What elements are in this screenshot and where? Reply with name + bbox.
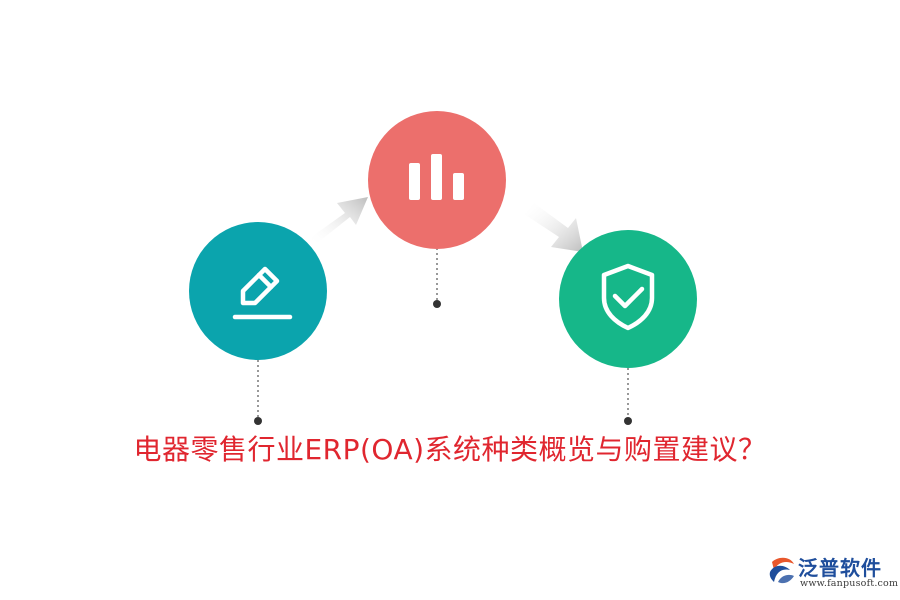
connector-check [624, 368, 632, 425]
headline-title: 电器零售行业ERP(OA)系统种类概览与购置建议？ [133, 433, 767, 466]
bar-chart-icon [409, 154, 464, 200]
pencil-edit-icon [232, 266, 293, 320]
shield-check-icon [601, 263, 655, 331]
flow-arrow-right [524, 203, 583, 252]
node-edit [189, 222, 327, 360]
flow-arrow-left [310, 197, 368, 244]
fanpu-logo[interactable]: 泛普软件 www.fanpusoft.com [768, 550, 899, 596]
connector-chart [433, 248, 441, 308]
connector-edit [254, 360, 262, 425]
node-check [559, 230, 697, 368]
fanpu-logo-icon [769, 557, 794, 584]
logo-brand-text: 泛普软件 [798, 556, 882, 580]
node-chart [368, 111, 506, 249]
logo-url-text: www.fanpusoft.com [800, 578, 899, 589]
